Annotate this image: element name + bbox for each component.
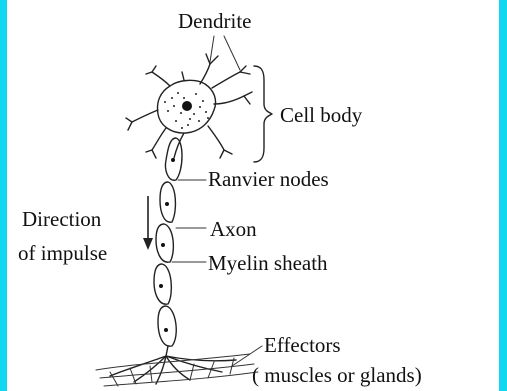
label-myelin-sheath: Myelin sheath [208,251,328,275]
myelin-segments [154,138,182,346]
impulse-direction-arrow [143,196,153,250]
label-cell-body: Cell body [280,103,363,127]
effectors [96,354,258,386]
cell-body [158,80,216,133]
label-dendrite: Dendrite [178,9,251,33]
myelin-segment [156,224,173,262]
label-muscles-or-glands: ( muscles or glands) [252,363,422,387]
label-direction: Direction [22,207,102,231]
label-ranvier-nodes: Ranvier nodes [208,167,329,191]
nucleus [182,101,192,111]
label-axon: Axon [210,217,257,241]
label-of-impulse: of impulse [18,241,107,265]
cell-body-brace [254,66,272,162]
axon [154,133,184,356]
myelin-segment [158,306,176,346]
label-effectors: Effectors [264,333,341,357]
myelin-segment [160,182,175,222]
myelin-segment [154,264,171,304]
